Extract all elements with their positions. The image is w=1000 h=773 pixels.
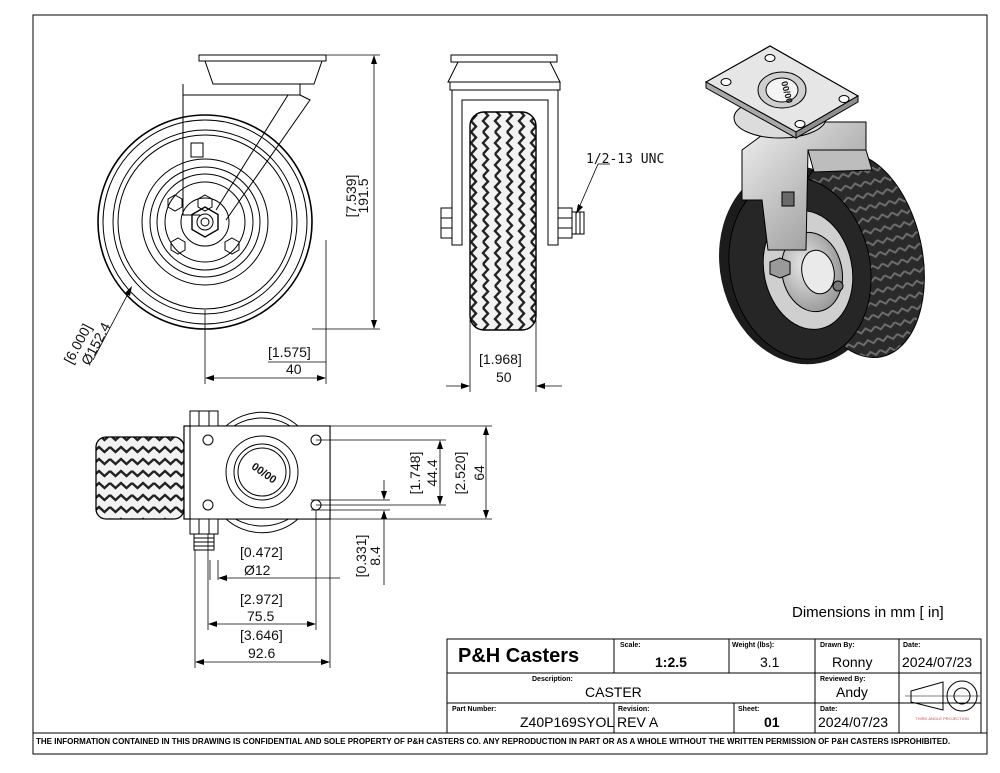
front-view-dimensions xyxy=(446,163,610,392)
sheet-value: 01 xyxy=(764,714,780,730)
units-note: Dimensions in mm [ in] xyxy=(792,604,944,621)
drawn-date-value: 2024/07/23 xyxy=(902,654,973,670)
top-view-dimensions xyxy=(194,425,492,668)
thread-callout: 1/2-13 UNC xyxy=(586,152,664,167)
dim-offset-in: [1.575] xyxy=(268,344,311,360)
revision-value: REV A xyxy=(617,714,659,730)
dim-offset-mm: 40 xyxy=(286,361,302,377)
date2-label: Date: xyxy=(820,706,838,713)
date-label: Date: xyxy=(903,642,921,649)
description-label: Description: xyxy=(532,676,573,683)
front-view xyxy=(440,54,585,331)
reviewed-date-value: 2024/07/23 xyxy=(818,714,889,730)
dim-axle-dia-mm: Ø12 xyxy=(244,562,271,578)
description-value: CASTER xyxy=(585,684,642,700)
part-number-value: Z40P169SYOL xyxy=(520,714,615,730)
dim-wheel-width-in: [1.968] xyxy=(479,351,522,367)
scale-value: 1:2.5 xyxy=(655,654,687,670)
sheet-border xyxy=(32,14,988,755)
weight-label: Weight (lbs): xyxy=(732,642,775,649)
top-view xyxy=(95,410,331,551)
title-block-grid xyxy=(446,638,982,734)
dim-hole-dia-in: [0.331] xyxy=(353,535,369,578)
side-view-dimensions xyxy=(92,54,380,384)
dim-hole-dia-mm: 8.4 xyxy=(367,546,383,566)
reviewed-by-value: Andy xyxy=(836,684,868,700)
dim-plate-width-in: [2.520] xyxy=(452,452,468,495)
dim-axle-dia-in: [0.472] xyxy=(240,544,283,560)
scale-label: Scale: xyxy=(620,642,641,649)
dim-bolt-length-mm: 75.5 xyxy=(247,608,274,624)
confidential-note: THE INFORMATION CONTAINED IN THIS DRAWIN… xyxy=(36,737,951,746)
dim-bolt-spacing-mm: 44.4 xyxy=(424,459,440,486)
projection-label: THIRD ANGLE PROJECTION xyxy=(915,716,969,721)
dim-bolt-spacing-in: [1.748] xyxy=(407,452,423,495)
reviewed-by-label: Reviewed By: xyxy=(820,676,866,683)
dim-bolt-length-in: [2.972] xyxy=(240,591,283,607)
isometric-view xyxy=(704,45,925,365)
dim-height-in: [7.539] xyxy=(343,175,359,218)
dim-height-mm: 191.5 xyxy=(355,178,371,213)
third-angle-projection-icon xyxy=(905,680,980,712)
company-name: P&H Casters xyxy=(458,645,580,667)
part-number-label: Part Number: xyxy=(452,706,497,713)
revision-label: Revision: xyxy=(618,706,650,713)
side-view xyxy=(97,54,327,330)
drawn-by-value: Ronny xyxy=(832,654,873,670)
sheet-label: Sheet: xyxy=(738,706,760,713)
dim-plate-length-mm: 92.6 xyxy=(248,645,275,661)
dim-wheel-width-mm: 50 xyxy=(496,369,512,385)
dim-plate-length-in: [3.646] xyxy=(240,627,283,643)
drawn-by-label: Drawn By: xyxy=(820,642,855,649)
weight-value: 3.1 xyxy=(760,654,780,670)
dim-plate-width-mm: 64 xyxy=(471,465,487,481)
